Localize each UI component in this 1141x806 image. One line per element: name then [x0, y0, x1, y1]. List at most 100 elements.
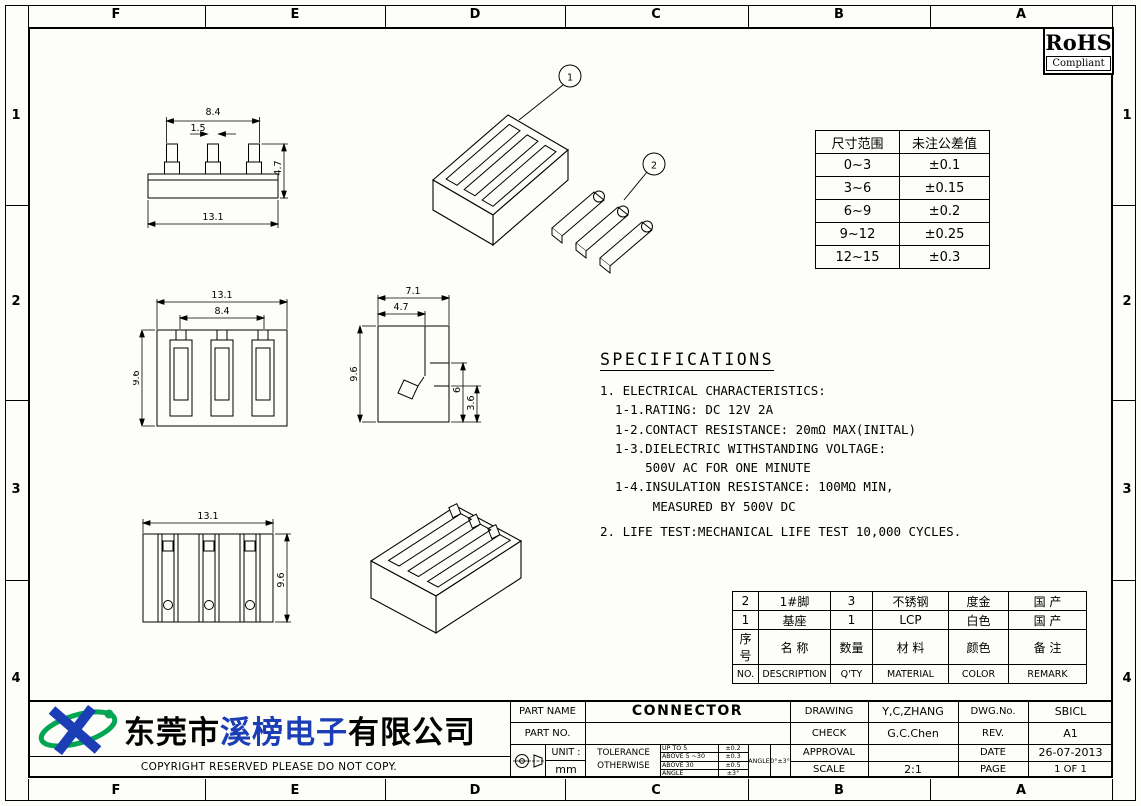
divider	[28, 779, 29, 801]
divider	[28, 700, 1113, 702]
divider	[28, 5, 29, 27]
tol-value: ±0.3	[899, 245, 990, 269]
grid-row-label: 3	[11, 482, 21, 497]
grid-col-label: A	[1015, 7, 1027, 22]
bom-color: COLOR	[948, 664, 1009, 684]
grid-row-label: 2	[11, 294, 21, 309]
divider	[1113, 580, 1136, 581]
divider	[545, 744, 546, 778]
divider	[748, 744, 749, 778]
tol-range: 6~9	[815, 199, 900, 223]
tol-note-range: UP TO 5	[662, 744, 688, 752]
tol-note-range: ANGLE	[662, 770, 684, 777]
page-value: 1 OF 1	[1054, 764, 1087, 775]
grid-row-label: 4	[11, 671, 21, 686]
dim-label: 9.6	[276, 572, 287, 587]
dwg-no-label: DWG.No.	[970, 705, 1016, 717]
spec-line: 500V AC FOR ONE MINUTE	[600, 460, 811, 476]
drawing-label: DRAWING	[804, 705, 854, 717]
bom-no: NO.	[732, 664, 759, 684]
bom-no: 1	[732, 610, 759, 630]
inner-frame	[28, 27, 1113, 778]
tol-value: ±0.15	[899, 176, 990, 200]
divider	[1113, 400, 1136, 401]
tol-note-value: ±0.2	[725, 744, 741, 752]
unit-label: UNIT :	[551, 746, 581, 758]
part-name-label: PART NAME	[518, 705, 576, 717]
spec-line: 1-1.RATING: DC 12V 2A	[600, 402, 774, 418]
dim-label: 1.5	[190, 123, 205, 134]
specifications-block: SPECIFICATIONS 1. ELECTRICAL CHARACTERIS…	[600, 350, 961, 541]
dim-label: 8.4	[214, 306, 229, 317]
bom-material: LCP	[872, 610, 949, 630]
divider	[28, 756, 510, 757]
specifications-title: SPECIFICATIONS	[600, 350, 775, 371]
grid-col-label: B	[834, 7, 844, 22]
approval-label: APPROVAL	[802, 747, 856, 758]
grid-row-label: 1	[1122, 108, 1132, 123]
divider	[748, 779, 749, 801]
tol-header-value: 未注公差值	[899, 130, 990, 154]
bom-remark: 备 注	[1008, 629, 1087, 665]
divider	[510, 744, 1113, 745]
bom-qty: 数量	[830, 629, 873, 665]
grid-row-label: 1	[11, 108, 21, 123]
divider	[385, 5, 386, 27]
front-view-drawing: 8.4 1.5 4.7 13.1	[146, 107, 288, 228]
balloon-1-label: 1	[567, 73, 573, 84]
grid-col-label: E	[290, 783, 300, 798]
bom-color: 度金	[948, 591, 1009, 611]
dim-label: 13.1	[211, 290, 232, 301]
spec-line: 1-4.INSULATION RESISTANCE: 100MΩ MIN,	[600, 479, 894, 495]
bom-desc: 基座	[758, 610, 831, 630]
side-view-drawing: 7.1 4.7 9.6 6 3.6	[349, 286, 481, 424]
bom-no: 序号	[732, 629, 759, 665]
divider	[5, 205, 28, 206]
rohs-subtitle: Compliant	[1046, 56, 1111, 71]
general-tolerance-table: 尺寸范围 未注公差值 0~3 ±0.1 3~6 ±0.15 6~9 ±0.2 9…	[815, 130, 990, 269]
divider	[930, 5, 931, 27]
divider	[545, 760, 585, 761]
bom-remark: REMARK	[1008, 664, 1087, 684]
dim-label: 13.1	[202, 212, 223, 223]
projection-symbol	[513, 754, 544, 768]
top-view-drawing: 13.1 8.4 9.6	[133, 290, 289, 428]
grid-col-label: D	[469, 7, 481, 22]
tol-note-range: ABOVE 30	[662, 761, 694, 769]
bom-color: 颜色	[948, 629, 1009, 665]
check-value: G.C.Chen	[887, 726, 939, 740]
tol-range: 9~12	[815, 222, 900, 246]
divider	[510, 722, 1113, 723]
grid-col-label: C	[651, 783, 661, 798]
divider	[1112, 5, 1113, 27]
grid-row-label: 4	[1122, 671, 1132, 686]
divider	[205, 5, 206, 27]
tolerance-label: TOLERANCE	[597, 748, 650, 758]
dim-label: 4.7	[273, 160, 284, 175]
grid-col-label: C	[651, 7, 661, 22]
angle-label: ANGLE	[748, 757, 770, 765]
company-name-brand: 溪榜电子	[220, 715, 348, 751]
table-row: NO. DESCRIPTION Q'TY MATERIAL COLOR REMA…	[732, 664, 1087, 684]
bom-qty: Q'TY	[830, 664, 873, 684]
bom-material: 不锈钢	[872, 591, 949, 611]
dim-label: 8.4	[205, 107, 220, 118]
divider	[565, 5, 566, 27]
drawing-value: Y,C,ZHANG	[882, 704, 944, 718]
divider	[565, 779, 566, 801]
dim-label: 6	[452, 387, 463, 393]
grid-col-label: B	[834, 783, 844, 798]
grid-col-label: F	[111, 7, 121, 22]
bom-table: 2 1#脚 3 不锈钢 度金 国 产 1 基座 1 LCP 白色 国 产 序号 …	[732, 591, 1087, 684]
part-name-value: CONNECTOR	[631, 703, 744, 719]
bom-material: MATERIAL	[872, 664, 949, 684]
copyright-notice: COPYRIGHT RESERVED PLEASE DO NOT COPY.	[140, 761, 398, 773]
bom-desc: DESCRIPTION	[758, 664, 831, 684]
bom-no: 2	[732, 591, 759, 611]
scale-value: 2:1	[904, 763, 922, 776]
rev-label: REV.	[982, 727, 1004, 739]
company-name-prefix: 东莞市	[124, 715, 220, 751]
dim-label: 4.7	[393, 302, 408, 313]
table-row: 2 1#脚 3 不锈钢 度金 国 产	[732, 591, 1087, 611]
divider	[385, 779, 386, 801]
